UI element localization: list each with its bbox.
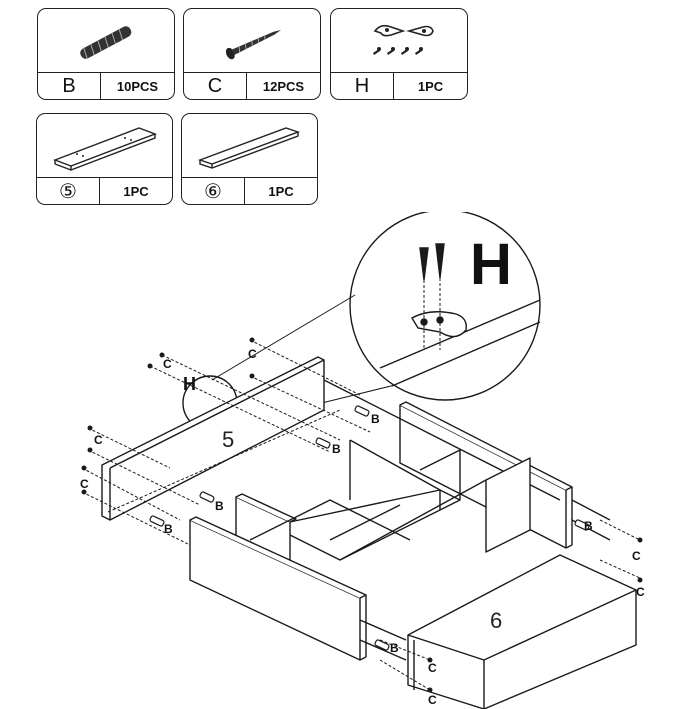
screw-label: C <box>428 693 437 707</box>
panel-6-icon <box>197 127 301 169</box>
part-quantity: 1PC <box>123 183 149 199</box>
panel-6-label: 6 <box>490 608 502 633</box>
screw-label: C <box>163 357 172 371</box>
screw-icon <box>225 29 282 60</box>
panel-6 <box>407 554 637 709</box>
part-footer: C 12PCS <box>184 72 320 99</box>
dowel-label: B <box>164 522 173 536</box>
screw-label: C <box>428 661 437 675</box>
screw-label: C <box>636 585 645 599</box>
dowel-label: B <box>390 641 399 655</box>
part-code: ⑤ <box>37 178 100 204</box>
dowel-label: B <box>215 499 224 513</box>
screw-label: C <box>80 477 89 491</box>
part-footer: ⑥ 1PC <box>182 177 317 204</box>
hardware-h-label-small: H <box>183 374 196 394</box>
part-footer: H 1PC <box>331 72 467 99</box>
part-quantity: 10PCS <box>116 78 159 94</box>
part-quantity: 12PCS <box>262 78 305 94</box>
part-card-b: B 10PCS <box>37 8 175 100</box>
screw-label: C <box>248 347 257 361</box>
hardware-h-label-big: H <box>470 232 512 297</box>
part-card-c: C 12PCS <box>183 8 321 100</box>
screw-label: C <box>632 549 641 563</box>
part-footer: B 10PCS <box>38 72 174 99</box>
part-quantity: 1PC <box>417 78 444 94</box>
panel-5-label: 5 <box>222 427 234 452</box>
detail-zoom-circle <box>349 212 541 401</box>
dowel-label: B <box>584 519 593 533</box>
dowel-label: B <box>332 442 341 456</box>
dowel-label: B <box>371 412 380 426</box>
screw-label: C <box>94 433 103 447</box>
part-code: H <box>331 73 394 99</box>
dowel-icon <box>80 26 132 59</box>
hook-bracket-icon <box>373 24 434 55</box>
assembly-diagram: 5 6 H H B B B B B B C C C C C C C C <box>80 212 645 709</box>
part-footer: ⑤ 1PC <box>37 177 172 204</box>
part-card-6: ⑥ 1PC <box>181 113 318 205</box>
part-card-5: ⑤ 1PC <box>36 113 173 205</box>
part-code: B <box>38 73 101 99</box>
panel-5 <box>101 356 325 521</box>
part-code: C <box>184 73 247 99</box>
panel-5-icon <box>53 127 157 172</box>
part-card-h: H 1PC <box>330 8 468 100</box>
part-quantity: 1PC <box>268 183 294 199</box>
part-code: ⑥ <box>182 178 245 204</box>
